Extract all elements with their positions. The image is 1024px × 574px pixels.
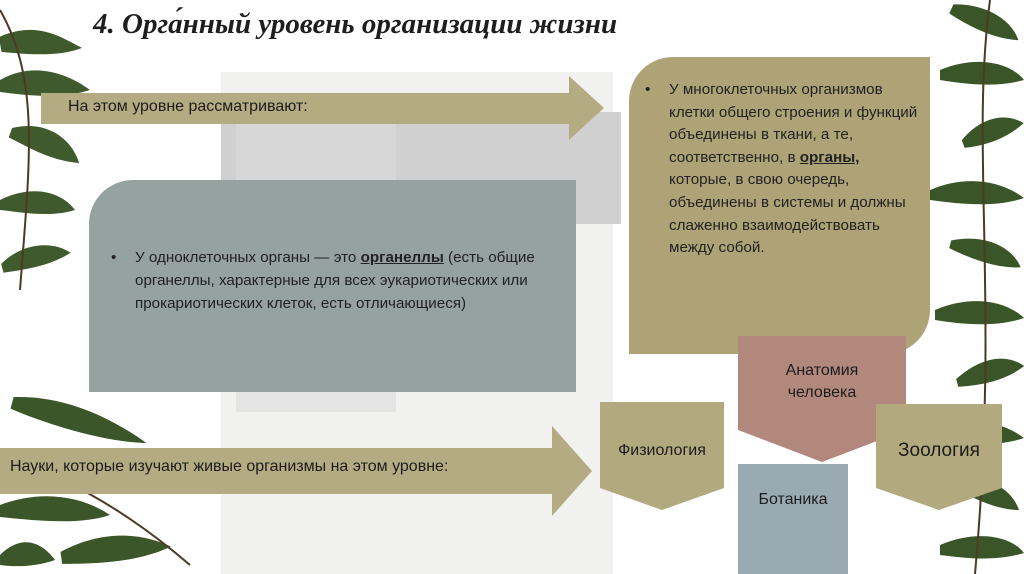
unicellular-text-part2: (есть общие органеллы, характерные для в… [135, 249, 535, 312]
botany-label: Ботаника [758, 491, 828, 508]
multicellular-text-part1: У многоклеточных организмов клетки общег… [669, 81, 918, 166]
botany-tag: Ботаника [738, 464, 848, 574]
bottom-arrow-label: Науки, которые изучают живые организмы н… [10, 458, 449, 475]
physiology-tag: Физиология [600, 402, 724, 510]
unicellular-info-text: У одноклеточных органы — это органеллы (… [111, 246, 566, 315]
bottom-arrow-shape [0, 426, 592, 516]
physiology-label: Физиология [618, 442, 706, 459]
unicellular-text-part1: У одноклеточных органы — это [135, 249, 361, 266]
multicellular-text-part2: которые, в свою очередь, объединены в си… [669, 171, 906, 257]
organs-highlight: органы, [799, 148, 860, 166]
organelles-highlight: органеллы [360, 249, 444, 266]
anatomy-tag: Анатомия человека [738, 336, 906, 462]
multicellular-bullet: У многоклеточных организмов клетки общег… [645, 79, 920, 260]
anatomy-label: Анатомия человека [785, 362, 859, 401]
leaves-top-left-decoration [0, 0, 100, 300]
multicellular-info-text: У многоклеточных организмов клетки общег… [645, 79, 920, 260]
top-arrow-shape [41, 76, 604, 140]
zoology-label: Зоология [898, 440, 980, 461]
unicellular-bullet: У одноклеточных органы — это органеллы (… [111, 246, 566, 315]
top-arrow-label: На этом уровне рассматривают: [68, 98, 308, 115]
zoology-tag: Зоология [876, 404, 1002, 510]
slide-title: 4. Орга́нный уровень организации жизни [93, 8, 618, 40]
